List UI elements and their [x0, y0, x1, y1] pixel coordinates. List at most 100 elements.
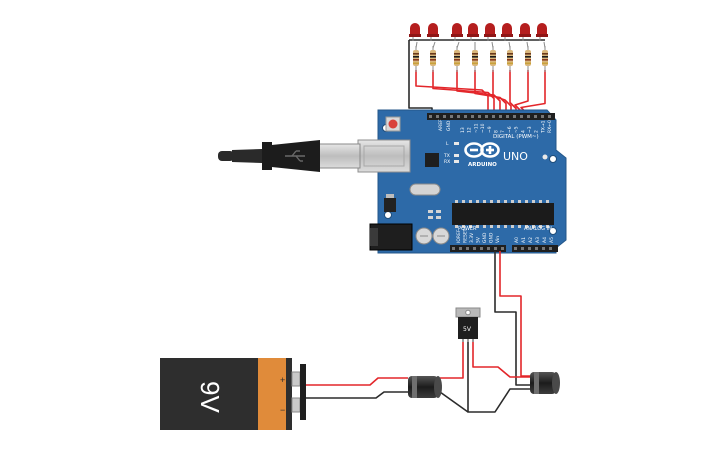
battery-plus-text: + — [280, 375, 285, 385]
led — [451, 23, 463, 41]
battery-terminal-minus — [291, 397, 301, 413]
wire-cap-gnd — [439, 391, 469, 413]
pin-label: A0 — [514, 237, 520, 243]
arduino-logo — [464, 142, 500, 158]
power-header — [450, 245, 506, 252]
pin-label: 4 — [520, 130, 526, 133]
resistor-array — [413, 46, 548, 72]
led-tx-label: TX — [443, 153, 450, 159]
battery-terminal-plus — [291, 371, 301, 387]
gnd-label: GND — [446, 120, 452, 131]
led-l — [454, 142, 459, 145]
wire-led-signal — [456, 70, 501, 116]
pin-label: IOREF — [456, 229, 462, 243]
capacitor-right — [530, 372, 560, 394]
battery-label-band — [258, 358, 288, 430]
wire-led-signal — [492, 70, 512, 116]
usb-cable — [218, 140, 361, 172]
power-label: POWER — [458, 226, 477, 232]
pin-label: ~9 — [487, 126, 493, 133]
resistor — [454, 46, 460, 72]
usb-port-inner — [363, 145, 405, 167]
crystal-oscillator — [409, 183, 441, 196]
resistor — [507, 46, 513, 72]
mount-hole — [549, 155, 557, 163]
reset-button-cap — [388, 119, 398, 129]
analog-label: ANALOG IN — [524, 226, 552, 232]
pin-label: 12 — [467, 127, 473, 133]
resistor — [525, 46, 531, 72]
pin-label: A5 — [549, 237, 555, 243]
led-tx — [454, 154, 459, 157]
usb-plug-metal — [317, 143, 361, 169]
wire-led-gnd — [408, 40, 433, 116]
pin-label: ~10 — [480, 123, 486, 133]
pin-label: GND — [489, 232, 495, 243]
board-regulator — [384, 198, 396, 212]
pin-label: 5V — [476, 236, 482, 243]
pin-label: 13 — [460, 127, 466, 133]
pin-label: ~3 — [527, 126, 533, 133]
pin-label: ~6 — [507, 126, 513, 133]
pin-label: TX→1 — [540, 120, 546, 134]
power-wires — [300, 251, 533, 413]
led — [427, 23, 439, 41]
wire-batt-plus — [300, 377, 408, 386]
pin-label: A4 — [542, 237, 548, 243]
led — [536, 23, 548, 41]
usb-chip — [425, 153, 439, 167]
led — [484, 23, 496, 41]
resistor — [430, 46, 436, 72]
power-jack-front — [370, 228, 378, 246]
model-text: UNO — [503, 150, 528, 163]
battery-clip — [300, 364, 306, 420]
led-rx-label: RX — [444, 159, 450, 165]
wire-reg-in — [440, 340, 464, 379]
led — [467, 23, 479, 41]
battery-9v: 9V + − — [160, 358, 306, 430]
pin-label: 8 — [494, 130, 500, 133]
led-l-label: L — [446, 141, 449, 147]
resistor — [472, 46, 478, 72]
wire-5v — [499, 251, 533, 377]
capacitor-left — [408, 376, 442, 398]
led-array — [409, 23, 548, 41]
pin-label: A1 — [521, 237, 527, 243]
pin-label: 3.3V — [469, 232, 475, 243]
mount-hole — [549, 227, 557, 235]
pin-label: RESET — [463, 228, 469, 243]
resistor — [413, 46, 419, 72]
digital-label: DIGITAL (PWM~) — [493, 134, 539, 140]
atmega-chip — [452, 203, 554, 225]
wire-reg-out — [472, 340, 533, 378]
pin-label: RX←0 — [547, 120, 553, 133]
wire-led-signal — [432, 70, 495, 116]
led — [519, 23, 531, 41]
wire-batt-minus — [300, 391, 408, 399]
battery-minus-text: − — [280, 405, 285, 415]
led-rx — [454, 160, 459, 163]
pin-label: A2 — [528, 237, 534, 243]
pin-label: 2 — [534, 130, 540, 133]
pin-label: 7 — [500, 130, 506, 133]
pin-label: A3 — [535, 237, 541, 243]
usb-icon — [285, 150, 305, 162]
pin-label: ~11 — [473, 123, 479, 133]
battery-body — [160, 358, 258, 430]
digital-header — [427, 113, 555, 120]
led — [409, 23, 421, 41]
led — [501, 23, 513, 41]
brand-text: ARDUINO — [468, 162, 497, 168]
wire-gnd-board — [494, 251, 533, 386]
pin-label: Vin — [495, 236, 501, 243]
wire-led-signal — [415, 70, 489, 116]
mount-hole — [384, 211, 392, 219]
battery-voltage-text: 9V — [195, 381, 225, 413]
pin-label: GND — [482, 232, 488, 243]
resistor — [542, 46, 548, 72]
